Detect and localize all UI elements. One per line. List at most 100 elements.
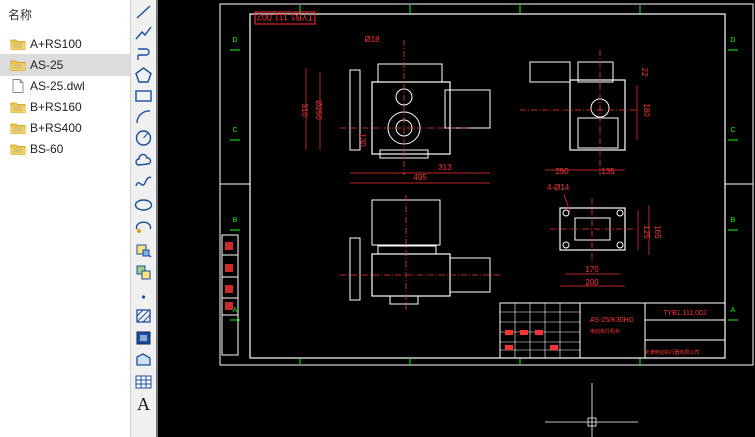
- file-item-b-rs160[interactable]: B+RS160: [0, 96, 130, 118]
- motor-body: [444, 89, 491, 129]
- title-block-company: 天津电动执行器有限公司: [644, 349, 699, 356]
- title-block-sign: [535, 330, 543, 335]
- zone-letter-left: D: [232, 37, 237, 44]
- title-block-sign: [520, 330, 528, 335]
- draw-toolbar: A: [130, 0, 157, 437]
- file-item-b-rs400[interactable]: B+RS400: [0, 117, 130, 139]
- dim-text: Ø250: [314, 100, 323, 120]
- title-block-code: TYB1.111.002: [663, 310, 707, 317]
- dim-text: 130: [358, 133, 367, 147]
- folder-icon: [10, 57, 26, 73]
- reversed-title-box: [254, 11, 316, 25]
- gradient-tool-icon[interactable]: [133, 328, 154, 348]
- zone-letter-right: C: [730, 127, 735, 134]
- dim-text: 313: [438, 163, 452, 172]
- zone-letter-left: A: [233, 307, 238, 314]
- handwheel-side: [349, 69, 361, 151]
- region-tool-icon[interactable]: [133, 350, 154, 370]
- title-block-subtitle: 电动执行机构: [590, 328, 620, 335]
- binding-mark: [225, 302, 233, 310]
- side-body: [569, 79, 626, 151]
- circle-tool-icon[interactable]: [133, 128, 154, 148]
- binding-mark: [225, 264, 233, 272]
- zone-letter-left: C: [232, 127, 237, 134]
- top-base: [389, 295, 419, 305]
- cloud-tool-icon[interactable]: [133, 151, 154, 171]
- file-panel-header: 名称: [8, 8, 33, 22]
- dim-text: 200: [585, 278, 599, 287]
- dim-text: 495: [413, 173, 427, 182]
- motor-cover: [377, 63, 443, 83]
- zone-letter-left: B: [233, 217, 238, 224]
- title-block-sign: [505, 345, 513, 350]
- ellipse-arc-tool-icon[interactable]: [133, 217, 154, 237]
- hatch-tool-icon[interactable]: [133, 306, 154, 326]
- leader-line: [563, 193, 571, 213]
- spline-tool-icon[interactable]: [133, 172, 154, 192]
- title-block-model: AS-25/K30HG: [590, 317, 634, 324]
- text-tool-label: A: [137, 394, 150, 414]
- arc-path-tool-icon[interactable]: [133, 44, 154, 64]
- dim-text: 310: [300, 103, 309, 117]
- folder-icon: [10, 141, 26, 157]
- folder-icon: [10, 99, 26, 115]
- folder-icon: [10, 36, 26, 52]
- file-item-label: AS-25.dwl: [30, 79, 85, 93]
- binding-strip: [221, 234, 239, 356]
- dim-text: 165: [653, 225, 662, 239]
- side-cover-left: [529, 61, 571, 83]
- file-item-as-25-dwl[interactable]: AS-25.dwl: [0, 75, 130, 97]
- ellipse-tool-icon[interactable]: [133, 195, 154, 215]
- file-item-as-25[interactable]: AS-25: [0, 54, 130, 76]
- bolt-hole: [562, 209, 570, 217]
- arc-tool-icon[interactable]: [133, 107, 154, 127]
- bolt-hole: [616, 209, 624, 217]
- dim-text: 180: [642, 103, 651, 117]
- top-neck: [377, 245, 437, 255]
- side-flange: [577, 117, 619, 149]
- side-cover-right: [577, 61, 614, 83]
- zone-letter-right: D: [730, 37, 735, 44]
- binding-mark: [225, 242, 233, 250]
- dim-text: 22: [640, 68, 649, 77]
- rectangle-tool-icon[interactable]: [133, 86, 154, 106]
- top-handwheel: [349, 237, 361, 301]
- title-block: [499, 302, 726, 359]
- dim-text: Ø18: [364, 35, 380, 44]
- file-item-label: A+RS100: [30, 37, 82, 51]
- polygon-tool-icon[interactable]: [133, 65, 154, 85]
- dim-text: 170: [585, 265, 599, 274]
- point-tool-icon[interactable]: [133, 284, 154, 304]
- text-tool-icon[interactable]: A: [133, 394, 154, 414]
- insert-block-icon[interactable]: [133, 240, 154, 260]
- crosshair-pickbox: [587, 417, 597, 427]
- line-tool-icon[interactable]: [133, 2, 154, 22]
- file-item-label: B+RS160: [30, 100, 82, 114]
- table-tool-icon[interactable]: [133, 372, 154, 392]
- bolt-hole: [562, 241, 570, 249]
- title-block-sign: [550, 345, 558, 350]
- reversed-title: TYB1.111.002: [257, 12, 313, 22]
- drawing-inner-frame: [249, 13, 726, 359]
- polyline-tool-icon[interactable]: [133, 23, 154, 43]
- file-item-bs-60[interactable]: BS-60: [0, 138, 130, 160]
- zone-letter-right: B: [731, 217, 736, 224]
- zone-letter-right: A: [731, 307, 736, 314]
- bolt-hole: [616, 241, 624, 249]
- file-item-label: B+RS400: [30, 121, 82, 135]
- file-item-label: AS-25: [30, 58, 64, 72]
- title-block-sign: [505, 330, 513, 335]
- gearbox-body: [371, 81, 451, 155]
- file-icon: [10, 78, 26, 94]
- file-item-a-rs100[interactable]: A+RS100: [0, 33, 130, 55]
- dim-text: 125: [642, 225, 651, 239]
- make-block-icon[interactable]: [133, 262, 154, 282]
- dim-text: 250: [555, 167, 569, 176]
- folder-icon: [10, 120, 26, 136]
- dim-text: 135: [601, 167, 615, 176]
- binding-mark: [225, 285, 233, 293]
- file-item-label: BS-60: [30, 142, 64, 156]
- panel-divider[interactable]: [156, 0, 158, 437]
